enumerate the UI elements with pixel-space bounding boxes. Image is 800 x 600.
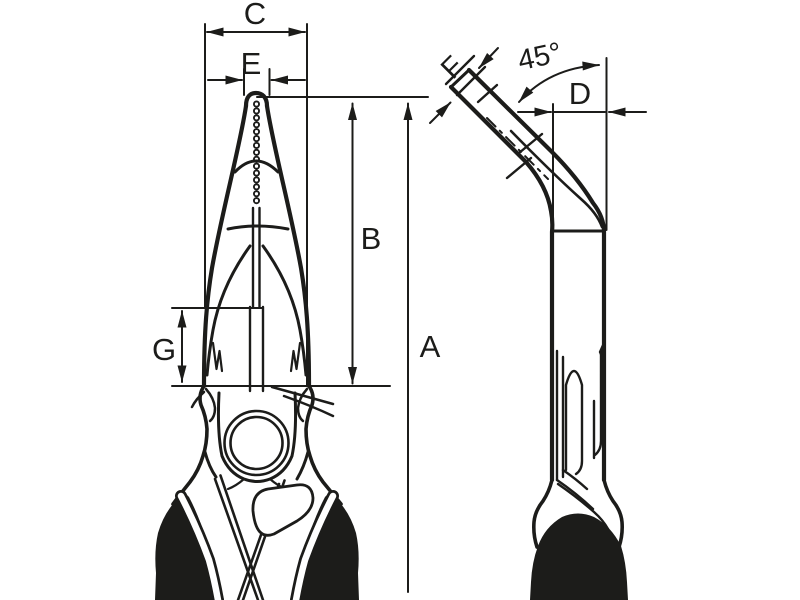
spring-notch-left xyxy=(211,341,224,373)
spring-notch-right xyxy=(289,341,302,373)
pivot-circle-inner xyxy=(229,415,284,471)
side-view xyxy=(444,54,628,600)
side-jaw-inner-edge xyxy=(509,129,604,229)
side-handle-right-edge xyxy=(602,478,624,549)
dim-label-f: F xyxy=(435,50,470,85)
side-jaw-centerline xyxy=(486,117,549,180)
f-extension-tick-inner xyxy=(455,65,487,97)
grip-left-band xyxy=(177,492,222,600)
head-left-edge xyxy=(171,384,209,506)
head-right-edge xyxy=(304,384,343,506)
side-tip-face xyxy=(449,68,471,89)
dim-c-extension-lines xyxy=(204,23,308,387)
dim-e-extension-lines xyxy=(243,68,271,96)
f-extension-tick-outer xyxy=(444,54,476,86)
cutter-left xyxy=(205,244,252,377)
dim-d-extension-lines xyxy=(552,57,608,231)
side-joint-curves xyxy=(555,468,595,511)
side-tip-cross xyxy=(476,83,499,104)
side-grip xyxy=(530,513,628,600)
dim-label-c: C xyxy=(244,0,266,31)
front-view xyxy=(155,90,359,600)
dim-label-a: A xyxy=(420,329,441,364)
head-y-split xyxy=(203,450,310,481)
head-tail-left xyxy=(190,390,206,409)
dim-label-e: E xyxy=(241,46,262,81)
head-diagonal-1 xyxy=(270,385,335,406)
front-jaw-right-edge xyxy=(264,103,312,389)
handle-eye xyxy=(251,483,315,537)
dim-label-g: G xyxy=(152,332,176,367)
side-outer-left-edge xyxy=(448,84,555,483)
head-curl-left xyxy=(204,387,217,423)
head-diagonal-2 xyxy=(282,394,335,418)
side-outer-right-edge xyxy=(466,67,607,483)
dim-label-d: D xyxy=(569,76,591,111)
angle-label: 45° xyxy=(515,37,565,77)
center-slot-wide xyxy=(248,305,265,393)
grip-right-band xyxy=(292,492,337,600)
angle-arc xyxy=(518,61,600,103)
side-handle-left-edge xyxy=(532,478,554,549)
side-jaw-cross-lines xyxy=(505,132,544,180)
front-tip-dome xyxy=(243,90,270,109)
dimensions: C E B A G D 45° F xyxy=(152,0,647,593)
center-slot-narrow xyxy=(251,206,261,309)
jaw-inner-arc xyxy=(233,159,280,174)
front-jaw-left-edge xyxy=(201,103,249,389)
jaw-crossbar xyxy=(226,224,290,231)
dim-label-b: B xyxy=(361,221,382,256)
side-joint-lines xyxy=(555,349,603,482)
dim-f-arrow-lower xyxy=(429,101,452,124)
pivot-circle-outer xyxy=(223,409,290,477)
side-edge-notch xyxy=(598,341,606,363)
pivot-boss xyxy=(216,391,298,483)
side-handle-inner-line xyxy=(556,482,610,531)
cutter-right xyxy=(261,244,308,377)
dim-f-arrow-upper xyxy=(478,47,499,69)
